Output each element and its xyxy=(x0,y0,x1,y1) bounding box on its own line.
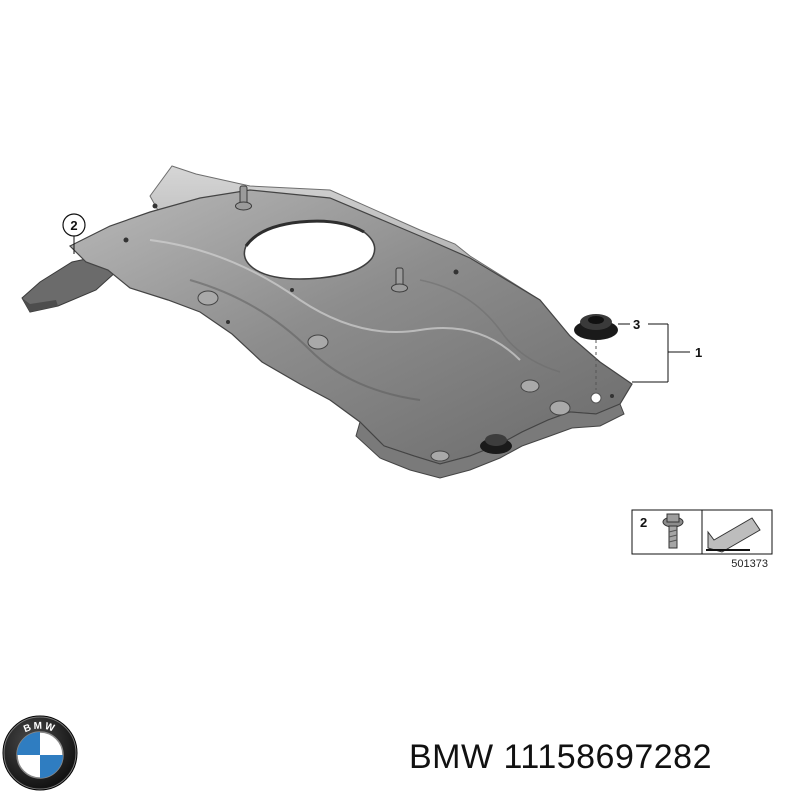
legend-item-label: 2 xyxy=(640,515,647,530)
callout-2-label: 2 xyxy=(70,218,77,233)
footer-part-number: 11158697282 xyxy=(503,738,713,776)
install-direction-icon xyxy=(706,517,761,553)
bmw-logo: BMW xyxy=(2,715,78,791)
small-holes xyxy=(123,203,614,404)
grommet-item-3 xyxy=(574,314,618,390)
screw-icon xyxy=(662,513,684,549)
mounting-pads xyxy=(197,290,571,462)
callout-1-label: 1 xyxy=(695,345,702,360)
logo-letters: BMW xyxy=(22,721,55,736)
diagram-ref-number: 501373 xyxy=(731,558,768,570)
plate-front-flange xyxy=(355,403,625,479)
part-number-caption: BMW 11158697282 xyxy=(409,738,712,777)
underbody-shield-plate xyxy=(21,165,633,479)
legend-box: 2 501373 xyxy=(631,509,773,570)
grommet-installed xyxy=(480,434,512,454)
footer-brand: BMW xyxy=(409,738,494,776)
stud-bolts xyxy=(235,185,408,293)
callout-bracket xyxy=(618,323,690,383)
svg-text:BMW: BMW xyxy=(22,721,57,736)
callout-3-label: 3 xyxy=(633,317,640,332)
callout-2: 2 xyxy=(62,213,86,254)
